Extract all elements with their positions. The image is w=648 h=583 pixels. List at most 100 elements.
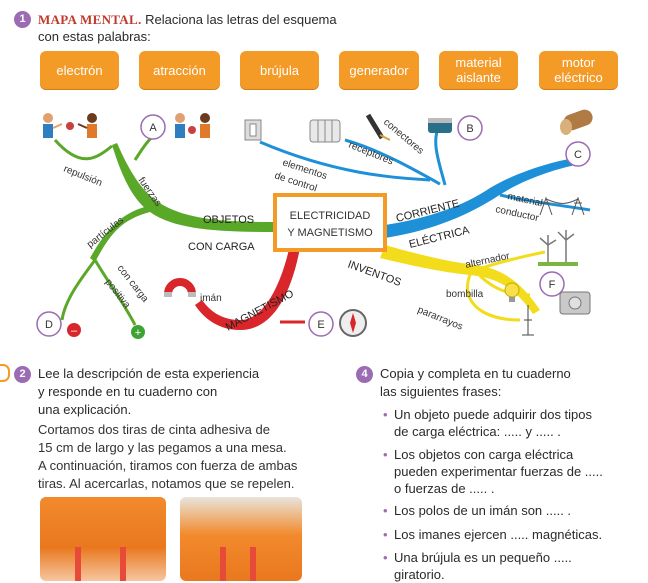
branch-particulas	[90, 206, 150, 262]
word-atraccion: atracción	[139, 51, 220, 89]
twig-elementos	[259, 140, 431, 182]
kids-repelling-icon	[43, 113, 97, 138]
exercise-1-instruction-1: Relaciona las letras del esquema	[145, 12, 337, 27]
letter-e: E	[308, 311, 334, 337]
label-magnetismo: MAGNETISMO	[224, 288, 296, 334]
photo-tape-1	[40, 497, 166, 581]
sentence-5: Una brújula es un pequeño ..... giratori…	[383, 549, 644, 583]
word-label: eléctrico	[554, 70, 603, 85]
minus-charge-icon: –	[67, 323, 81, 337]
sentence-line: giratorio.	[394, 567, 445, 582]
sentence-2: Los objetos con carga eléctrica pueden e…	[383, 446, 644, 497]
label-repulsion: repulsión	[62, 164, 104, 189]
description-line: A continuación, tiramos con fuerza de am…	[38, 458, 298, 473]
label-objetos: OBJETOS	[203, 214, 254, 226]
exercise-2-line: una explicación.	[38, 402, 132, 417]
description-line: Cortamos dos tiras de cinta adhesiva de	[38, 422, 270, 437]
exercise-2-description: Cortamos dos tiras de cinta adhesiva de …	[38, 421, 328, 493]
word-label: brújula	[259, 62, 300, 78]
sentence-line: Los polos de un imán son ..... .	[394, 503, 572, 518]
svg-text:B: B	[466, 123, 473, 135]
letter-f: F	[539, 271, 565, 297]
sentence-line: Los objetos con carga eléctrica	[394, 447, 574, 462]
center-line-1: ELECTRICIDAD	[290, 210, 371, 222]
description-line: 15 cm de largo y las pegamos a una mesa.	[38, 440, 287, 455]
svg-text:A: A	[149, 122, 157, 134]
mind-map: ELECTRICIDAD Y MAGNETISMO OBJETOS CON CA…	[36, 109, 593, 339]
twig-alternador	[469, 250, 546, 274]
word-label: atracción	[153, 62, 206, 78]
twig-receptores	[344, 138, 441, 186]
label-conectores: conectores	[381, 117, 426, 157]
svg-text:–: –	[71, 325, 78, 337]
branch-magnetismo	[195, 245, 300, 330]
branch-objetos	[112, 143, 275, 232]
word-brujula: brújula	[240, 51, 319, 89]
label-iman: imán	[200, 293, 222, 304]
plus-charge-icon: +	[131, 325, 145, 339]
exercise-4-line: las siguientes frases:	[380, 384, 502, 399]
exercise-2-instruction: Lee la descripción de esta experiencia y…	[38, 365, 328, 419]
exercise-4-instruction: Copia y completa en tu cuaderno las sigu…	[380, 365, 640, 401]
label-bombilla: bombilla	[446, 289, 484, 300]
word-label: material	[455, 55, 502, 70]
word-generador: generador	[339, 51, 419, 89]
switch-icon	[244, 119, 262, 141]
exercise-2-number: 2	[14, 366, 31, 383]
photo-tape-2	[180, 497, 302, 581]
sentence-line: de carga eléctrica: ..... y ..... .	[394, 424, 561, 439]
sentence-line: Un objeto puede adquirir dos tipos	[394, 407, 593, 422]
svg-text:+: +	[135, 327, 141, 339]
exercise-2-line: y responde en tu cuaderno con	[38, 384, 218, 399]
twig-electron	[60, 259, 97, 321]
sentence-line: Una brújula es un pequeño .....	[394, 550, 572, 565]
sentence-1: Un objeto puede adquirir dos tipos de ca…	[383, 406, 644, 440]
word-label: electrón	[56, 62, 103, 78]
branch-corriente	[385, 158, 576, 238]
label-con-carga: CON CARGA	[188, 241, 255, 253]
label-receptores: receptores	[347, 140, 395, 168]
group-activity-icon	[0, 364, 10, 382]
motor-icon	[559, 291, 591, 315]
battery-icon	[428, 118, 452, 133]
center-box	[273, 193, 387, 252]
twig-pararrayos	[466, 274, 521, 322]
wind-turbines-icon	[538, 230, 578, 266]
exercise-1-instruction-2: con estas palabras:	[38, 29, 151, 44]
sentence-line: pueden experimentar fuerzas de .....	[394, 464, 603, 479]
letter-a: A	[140, 114, 166, 140]
exercise-2-line: Lee la descripción de esta experiencia	[38, 366, 260, 381]
svg-text:C: C	[574, 149, 582, 161]
exercise-1-header: MAPA MENTAL. Relaciona las letras del es…	[38, 11, 337, 45]
compass-icon	[339, 309, 367, 337]
sentence-line: Los imanes ejercen ..... magnéticas.	[394, 527, 603, 542]
word-label: motor	[561, 55, 596, 70]
letter-b: B	[457, 115, 483, 141]
svg-text:D: D	[45, 319, 53, 331]
word-label: generador	[349, 62, 409, 78]
exercise-1-title: MAPA MENTAL.	[38, 12, 142, 27]
twig-conectores	[434, 124, 447, 186]
power-towers-icon	[539, 196, 585, 216]
center-line-2: Y MAGNETISMO	[287, 227, 373, 239]
sentence-3: Los polos de un imán son ..... .	[383, 502, 644, 519]
description-line: tiras. Al acercarlas, notamos que se rep…	[38, 476, 295, 491]
wood-log-icon	[560, 109, 593, 135]
exercise-4-number: 4	[356, 366, 373, 383]
magnet-icon	[164, 278, 196, 297]
svg-text:F: F	[549, 279, 556, 291]
twig-positiva	[93, 259, 137, 326]
light-bulb-icon	[504, 282, 520, 302]
twig-bombilla	[478, 274, 531, 297]
branch-inventos	[380, 245, 540, 314]
svg-text:E: E	[317, 319, 324, 331]
label-particulas: partículas	[85, 215, 126, 250]
heater-icon	[309, 119, 341, 143]
exercise-1-number: 1	[14, 11, 31, 28]
twig-repulsion	[53, 139, 113, 161]
letter-c: C	[565, 141, 591, 167]
sentence-line: o fuerzas de ..... .	[394, 481, 495, 496]
word-electron: electrón	[40, 51, 119, 89]
